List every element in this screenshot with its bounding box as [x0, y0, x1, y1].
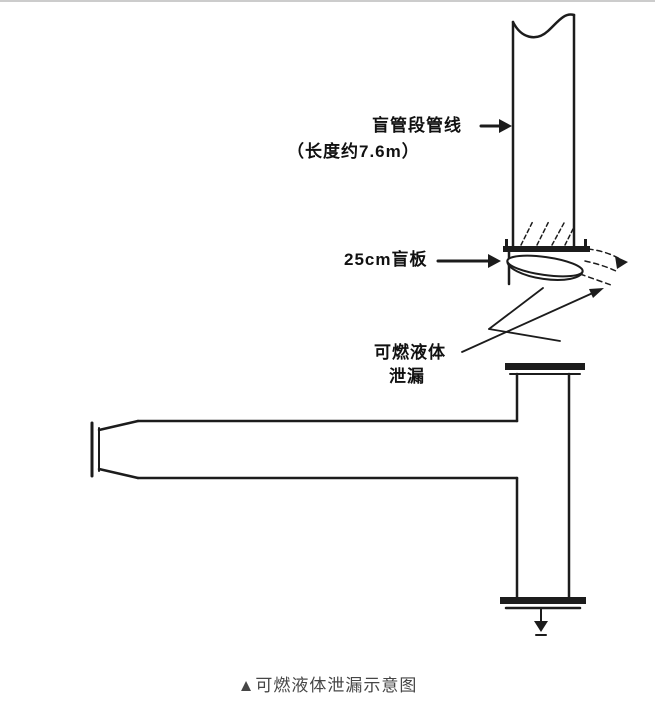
label-blind-plate: 25cm盲板: [344, 250, 428, 269]
figure-caption: ▲可燃液体泄漏示意图: [237, 676, 418, 695]
upper-blind-pipe: [511, 13, 576, 248]
flange-hatching: [520, 220, 574, 246]
label-blind-pipe-length: （长度约7.6m）: [287, 142, 420, 161]
top-border-line: [0, 0, 655, 2]
leak-spray-dashed: [579, 248, 621, 286]
left-end-flange: [90, 421, 100, 478]
leak-spray-arrowhead: [615, 256, 628, 269]
blind-flange: [503, 239, 590, 286]
leak-zigzag: [488, 287, 561, 342]
label-leak-line2: 泄漏: [389, 367, 425, 386]
bottom-flange: [500, 597, 586, 610]
label-arrow-blind-pipe: [479, 119, 512, 133]
label-blind-pipe-line: 盲管段管线: [372, 116, 462, 135]
lower-vertical-pipe: [505, 363, 585, 600]
label-leak-line1: 可燃液体: [374, 343, 446, 362]
blind-plate-disc: [506, 254, 584, 281]
horizontal-pipe: [97, 419, 519, 480]
drain-fitting: [534, 607, 548, 636]
label-arrow-blind-plate: [436, 254, 501, 268]
leak-leader-arrow: [461, 288, 604, 353]
